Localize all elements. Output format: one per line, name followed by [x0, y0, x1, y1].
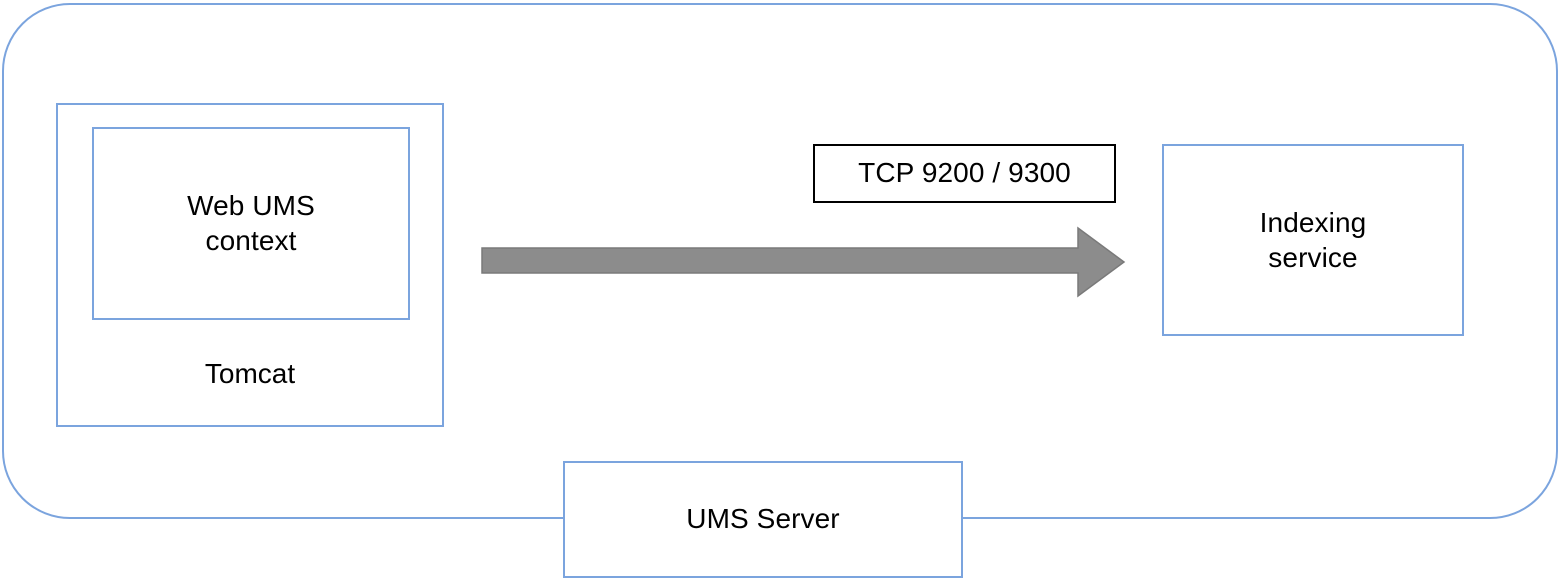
tomcat-node: Web UMS context Tomcat — [56, 103, 444, 427]
tcp-port-label: TCP 9200 / 9300 — [858, 156, 1071, 188]
web-ums-context-node: Web UMS context — [92, 127, 410, 320]
indexing-service-label: Indexing service — [1259, 207, 1367, 273]
web-ums-context-label: Web UMS context — [187, 189, 315, 256]
indexing-service-node: Indexing service — [1162, 144, 1464, 336]
tomcat-label: Tomcat — [204, 358, 296, 389]
ums-server-label: UMS Server — [686, 503, 840, 534]
ums-server-node: UMS Server — [563, 461, 963, 578]
tcp-port-callout: TCP 9200 / 9300 — [813, 144, 1116, 203]
flow-arrow-icon — [481, 226, 1126, 298]
